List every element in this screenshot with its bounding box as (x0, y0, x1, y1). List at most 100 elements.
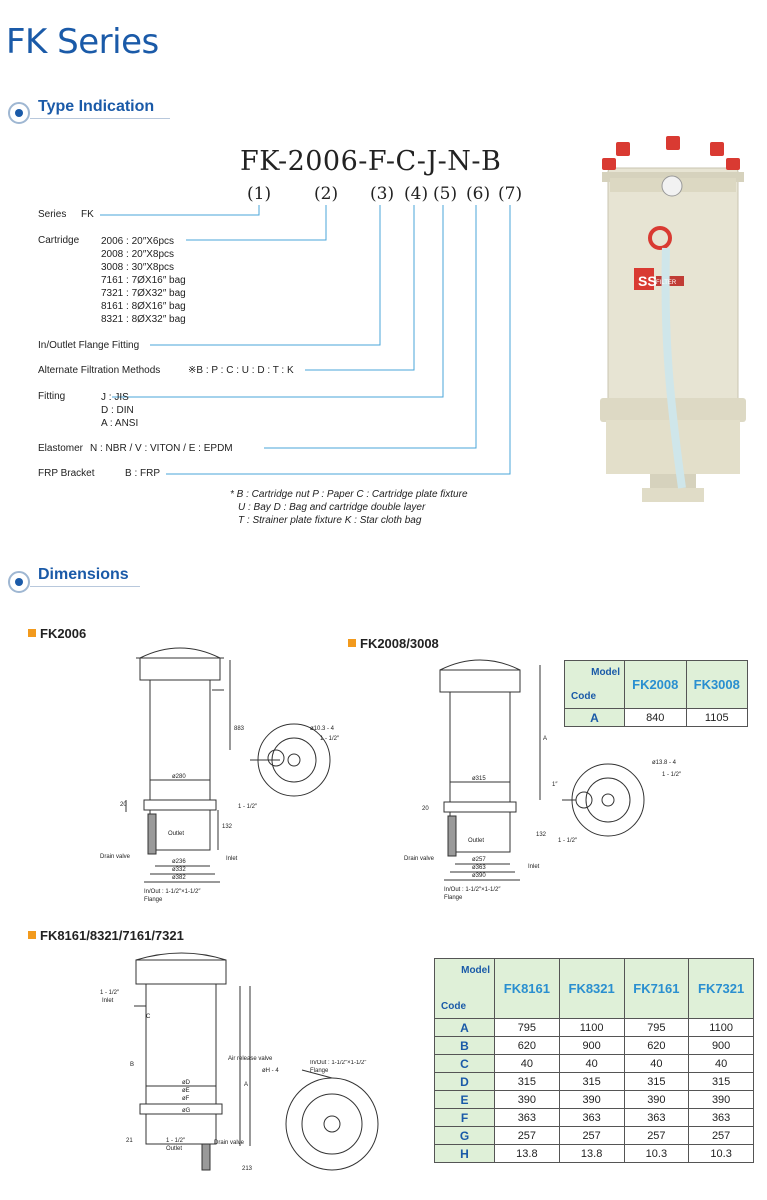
cartridge-item: 3008 : 30″X8pcs (101, 262, 175, 273)
dim-label: ø382 (172, 875, 186, 881)
cartridge-item: 8321 : 8ØX32″ bag (101, 314, 186, 325)
cartridge-item: 8161 : 8ØX16″ bag (101, 301, 186, 312)
fitting-label: Fitting (38, 391, 66, 402)
leader-lines (100, 205, 511, 475)
dim-label: øD (182, 1080, 191, 1086)
dim-label: Outlet (168, 831, 184, 837)
dim-label: Air release valve (228, 1056, 273, 1062)
dim-label: Flange (444, 895, 463, 901)
index-7: (7) (498, 184, 523, 204)
type-code: FK-2006-F-C-J-N-B (240, 146, 502, 177)
section-bullet-icon (8, 571, 30, 593)
index-4: (4) (404, 184, 429, 204)
alt-filtration-label: Alternate Filtration Methods (38, 365, 161, 376)
fk2008-flange-drawing: ø13.8 - 4 1 - 1/2″ 1″ 1 - 1/2″ (552, 760, 682, 844)
frp-bracket-label: FRP Bracket (38, 468, 95, 479)
fk8161-flange-drawing: øH - 4 In/Out : 1-1/2″×1-1/2″ Flange (262, 1060, 379, 1171)
note-line: T : Strainer plate fixture K : Star clot… (238, 515, 422, 526)
model-header: FK8321 (558, 958, 625, 1019)
dim-label: øE (182, 1088, 190, 1094)
dim-label: 1 - 1/2″ (100, 990, 120, 996)
dim-label: ø332 (172, 867, 186, 873)
dim-label: Outlet (166, 1146, 182, 1152)
index-1: (1) (247, 184, 272, 204)
section-title-dimensions: Dimensions (38, 566, 129, 583)
dim-label: 1 - 1/2″ (320, 736, 340, 742)
dim-label: Inlet (528, 864, 540, 870)
fitting-item: A : ANSI (101, 418, 139, 429)
dim-label: ø13.8 - 4 (652, 760, 677, 766)
dim-label: øG (182, 1108, 191, 1114)
cartridge-item: 7321 : 7ØX32″ bag (101, 288, 186, 299)
frp-bracket-value: B : FRP (125, 468, 161, 479)
note-line: U : Bay D : Bag and cartridge double lay… (238, 502, 426, 513)
dim-label: ø236 (172, 859, 186, 865)
dim-label: 20 (120, 802, 127, 808)
index-5: (5) (433, 184, 458, 204)
cartridge-label: Cartridge (38, 235, 80, 246)
model-header: FK8161 (494, 958, 560, 1019)
dim-label: 213 (242, 1166, 253, 1172)
cartridge-item: 2008 : 20″X8pcs (101, 249, 175, 260)
fk2008-table: Model Code FK2008 FK3008 A 840 1105 (564, 660, 748, 727)
fk2008-drawing: A 20 132 ø315 Outlet Drain valve Inlet ø… (404, 659, 547, 901)
notes: * B : Cartridge nut P : Paper C : Cartri… (230, 488, 468, 527)
dim-label: 1 - 1/2″ (166, 1138, 186, 1144)
dim-label: 1 - 1/2″ (662, 772, 682, 778)
product-photo: SS FILTER (600, 136, 746, 502)
elastomer-label: Elastomer (38, 443, 84, 454)
dim-label: 132 (222, 824, 233, 830)
fitting-item: J : JIS (101, 392, 129, 403)
dim-label: 1″ (552, 782, 558, 788)
photo-badge: SS (638, 273, 657, 289)
table-row: A 840 1105 (564, 708, 748, 727)
dim-label: Flange (144, 897, 163, 903)
fitting-list: J : JIS D : DIN A : ANSI (101, 391, 138, 430)
dim-label: A (244, 1082, 248, 1088)
section-divider (30, 118, 170, 119)
dim-label: Drain valve (404, 856, 435, 862)
dim-label: Outlet (468, 838, 484, 844)
fk2008-heading: FK2008/3008 (348, 636, 439, 651)
dim-label: 20 (422, 806, 429, 812)
series-label: Series (38, 209, 67, 220)
fk8161-table: Model Code FK8161 FK8321 FK7161 FK7321 A… (434, 958, 754, 1163)
dim-label: In/Out : 1-1/2″×1-1/2″ (144, 889, 201, 895)
dim-label: 21 (126, 1138, 133, 1144)
section-bullet-icon (8, 102, 30, 124)
cartridge-list: 2006 : 20″X6pcs 2008 : 20″X8pcs 3008 : 3… (101, 235, 186, 326)
dim-label: 1 - 1/2″ (558, 838, 578, 844)
model-header: FK2008 (624, 660, 687, 709)
dim-label: Inlet (102, 998, 114, 1004)
model-header: FK7161 (623, 958, 690, 1019)
cartridge-item: 2006 : 20″X6pcs (101, 236, 175, 247)
dim-label: ø363 (472, 865, 486, 871)
dim-label: A (543, 736, 547, 742)
index-2: (2) (314, 184, 339, 204)
dim-label: ø280 (172, 774, 186, 780)
fk2006-heading: FK2006 (28, 626, 86, 641)
dim-label: 132 (536, 832, 547, 838)
dim-label: In/Out : 1-1/2″×1-1/2″ (310, 1060, 367, 1066)
model-header: FK3008 (685, 660, 748, 709)
dim-label: Flange (310, 1068, 329, 1074)
dim-label: øF (182, 1096, 190, 1102)
dim-label: Drain valve (214, 1140, 245, 1146)
alt-filtration-value: ※B : P : C : U : D : T : K (188, 365, 294, 376)
index-6: (6) (466, 184, 491, 204)
flange-label: In/Outlet Flange Fitting (38, 340, 140, 351)
cartridge-item: 7161 : 7ØX16″ bag (101, 275, 186, 286)
dim-label: 883 (234, 726, 245, 732)
page-title: FK Series (6, 22, 159, 62)
orange-square-icon (348, 639, 356, 647)
dim-label: øH - 4 (262, 1068, 279, 1074)
model-header: FK7321 (688, 958, 754, 1019)
photo-badge-sub: FILTER (656, 280, 677, 286)
dim-label: C (146, 1014, 151, 1020)
table-corner: Model Code (434, 958, 495, 1019)
